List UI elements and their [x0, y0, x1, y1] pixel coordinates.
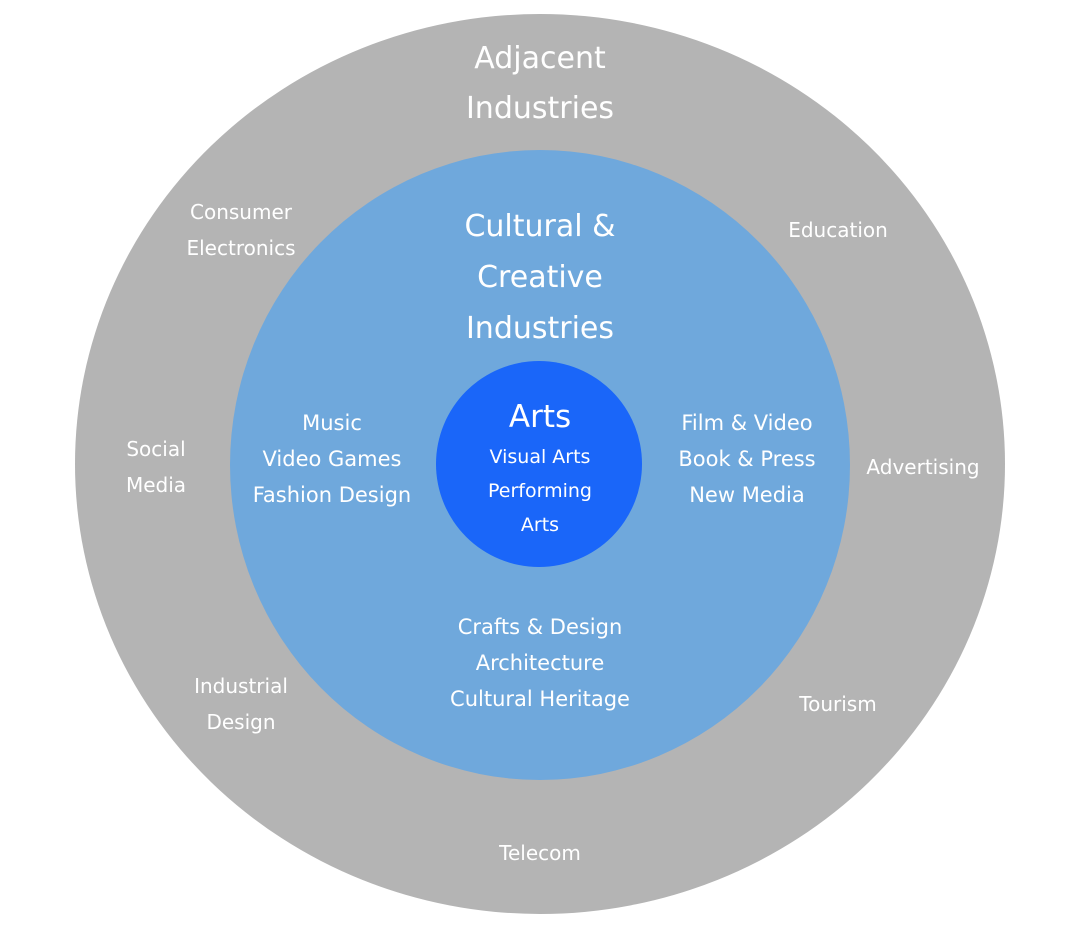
item-architecture: Architecture — [475, 651, 605, 675]
item-line: Industrial — [194, 674, 288, 698]
title-line: Industries — [465, 311, 615, 346]
item-line: Social — [126, 437, 186, 461]
outer-item-education: Education — [788, 212, 888, 248]
outer-item-telecom: Telecom — [499, 835, 581, 871]
item-line: Consumer — [190, 200, 292, 224]
item-performing: Performing — [488, 480, 592, 502]
item-line: Media — [125, 473, 187, 497]
item-line: Tourism — [799, 692, 877, 716]
item-fashion-design: Fashion Design — [252, 483, 412, 507]
item-line: Electronics — [186, 236, 296, 260]
item-line: Telecom — [499, 841, 581, 865]
arts-core-circle — [436, 361, 642, 567]
item-music: Music — [302, 411, 362, 435]
item-book-press: Book & Press — [678, 447, 816, 471]
item-crafts-design: Crafts & Design — [457, 615, 623, 639]
title-line: Creative — [477, 260, 603, 295]
item-new-media: New Media — [689, 483, 805, 507]
item-visual-arts: Visual Arts — [489, 446, 591, 468]
item-line: Advertising — [866, 455, 980, 479]
item-film-video: Film & Video — [681, 411, 813, 435]
middle-items-right: Film & Video Book & Press New Media — [678, 405, 815, 513]
adjacent-industries-title: Adjacent Industries — [466, 34, 614, 134]
outer-item-tourism: Tourism — [799, 686, 876, 722]
outer-item-industrial-design: Industrial Design — [194, 668, 288, 740]
core-items: Visual Arts Performing Arts — [488, 440, 592, 542]
arts-title: Arts — [508, 399, 572, 435]
outer-item-consumer-electronics: Consumer Electronics — [186, 194, 295, 266]
cultural-creative-industries-title: Cultural & Creative Industries — [464, 201, 615, 354]
middle-items-left: Music Video Games Fashion Design — [253, 405, 411, 513]
title-line: Adjacent — [474, 41, 606, 76]
middle-items-bottom: Crafts & Design Architecture Cultural He… — [450, 609, 630, 717]
title-line: Industries — [465, 91, 615, 126]
item-line: Education — [788, 218, 888, 242]
item-cultural-heritage: Cultural Heritage — [450, 687, 630, 711]
outer-item-advertising: Advertising — [866, 449, 979, 485]
item-arts: Arts — [520, 514, 560, 536]
item-video-games: Video Games — [262, 447, 402, 471]
item-line: Design — [206, 710, 276, 734]
title-line: Cultural & — [464, 209, 616, 244]
outer-item-social-media: Social Media — [126, 431, 186, 503]
